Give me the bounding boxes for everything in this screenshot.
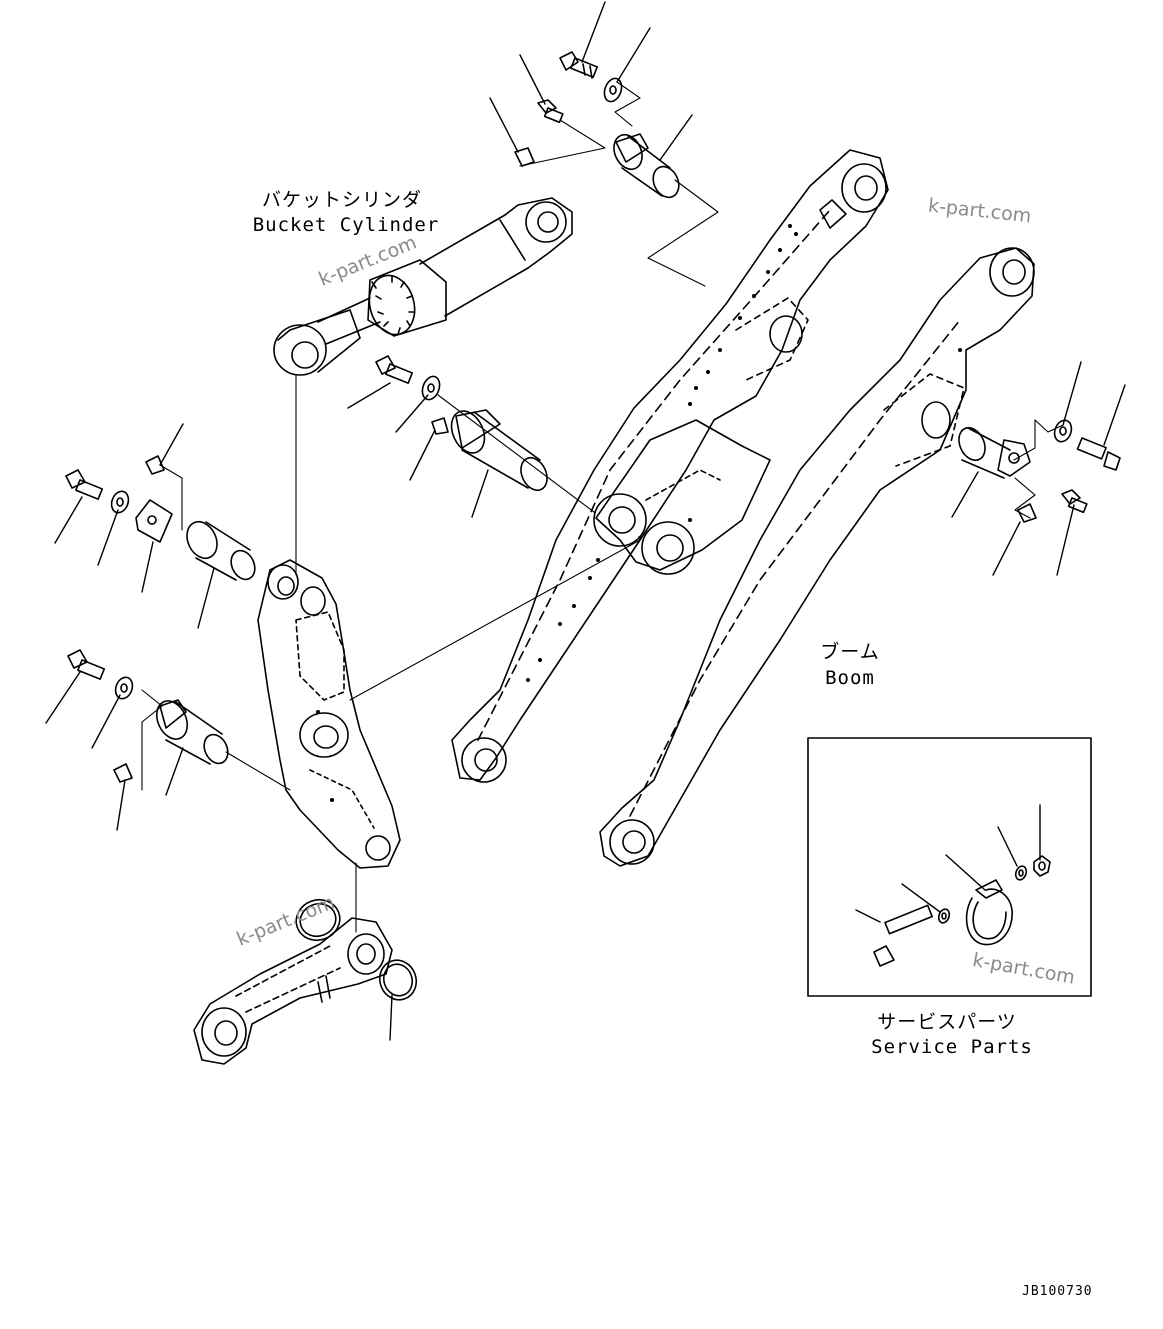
plug-top [514, 147, 535, 167]
right-plug [1017, 503, 1037, 523]
right-grease-fitting [1061, 489, 1088, 514]
mid-pin [450, 409, 548, 492]
left-upper-plug [145, 455, 165, 475]
o-ring-left [295, 898, 341, 942]
left-lower-washer [114, 676, 134, 700]
left-upper-bolt [65, 469, 104, 500]
left-upper-pin [186, 520, 256, 581]
leader-lines [45, 1, 1126, 1041]
bucket-cylinder-label-en: Bucket Cylinder [252, 214, 440, 236]
service-washer-2 [1014, 865, 1028, 881]
boom-label-jp: ブーム [820, 641, 880, 663]
boom-right-arm [599, 247, 1035, 867]
service-bolt [873, 904, 933, 967]
service-parts-label-en: Service Parts [871, 1036, 1033, 1058]
bucket-link [193, 917, 393, 1065]
o-ring-right [378, 959, 418, 1001]
bolt-hole-dots [316, 224, 962, 802]
left-lower-plug [113, 763, 133, 783]
left-lower-pin [155, 699, 229, 765]
service-parts-box [807, 737, 1092, 997]
bucket-cylinder-label-jp: バケットシリンダ [262, 189, 423, 211]
figure-code: JB100730 [1022, 1284, 1093, 1299]
boom-cross-tube [593, 419, 771, 575]
mid-bolt [375, 355, 414, 384]
top-washer [603, 77, 623, 103]
service-parts-label-jp: サービスパーツ [877, 1011, 1017, 1033]
right-washer [1053, 419, 1073, 443]
grease-fitting-top [537, 99, 564, 124]
top-bolt [559, 51, 599, 79]
service-washer [937, 908, 951, 924]
left-lower-bolt [67, 649, 106, 680]
mid-plug [431, 417, 449, 435]
bell-crank [257, 559, 401, 869]
boom-label-en: Boom [825, 667, 875, 689]
left-upper-washer [110, 490, 130, 514]
right-bolt [1076, 437, 1121, 471]
service-clamp [965, 879, 1013, 946]
boom-left-arm [451, 149, 889, 783]
service-nut [1033, 855, 1051, 877]
left-upper-plate [135, 499, 173, 543]
mid-washer [421, 375, 441, 401]
bucket-cylinder [273, 197, 573, 376]
top-pin [613, 133, 680, 199]
right-pin [958, 426, 1031, 479]
